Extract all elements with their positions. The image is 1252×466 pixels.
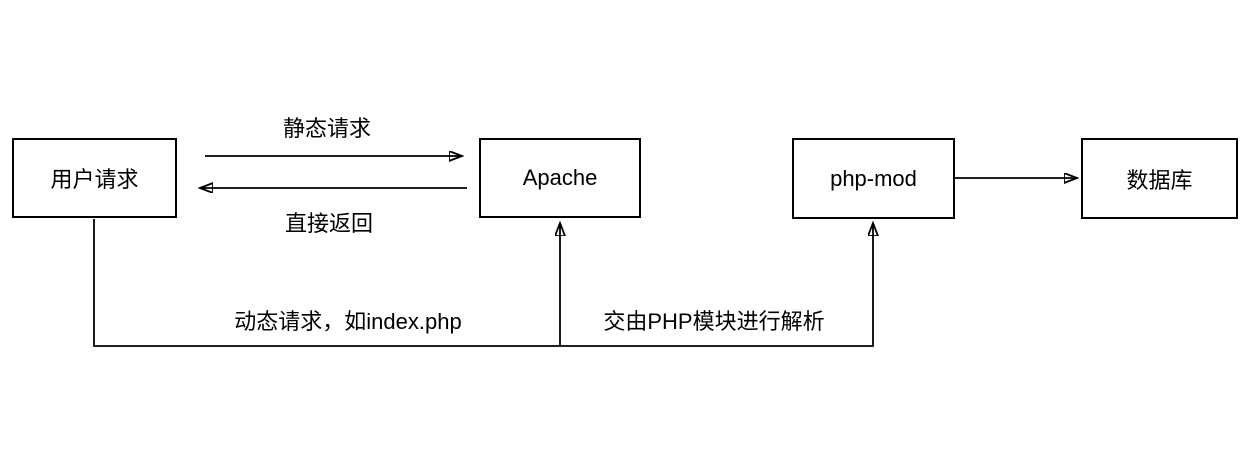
node-database: 数据库 (1081, 138, 1238, 219)
edge-php-parse-line (560, 223, 873, 347)
node-database-label: 数据库 (1126, 167, 1193, 193)
node-php-mod: php-mod (792, 138, 955, 219)
node-apache-label: Apache (522, 165, 598, 190)
edge-dynamic-request-line (93, 219, 560, 347)
edge-label-dynamic-request: 动态请求，如index.php (234, 309, 462, 334)
node-php-mod-label: php-mod (830, 165, 917, 191)
edge-label-static-request: 静态请求 (282, 116, 372, 141)
node-user-request-label: 用户请求 (50, 167, 139, 192)
edge-label-direct-return: 直接返回 (284, 211, 374, 236)
node-apache: Apache (479, 138, 641, 218)
edge-label-php-parse: 交由PHP模块进行解析 (603, 309, 825, 334)
node-user-request: 用户请求 (12, 138, 177, 218)
